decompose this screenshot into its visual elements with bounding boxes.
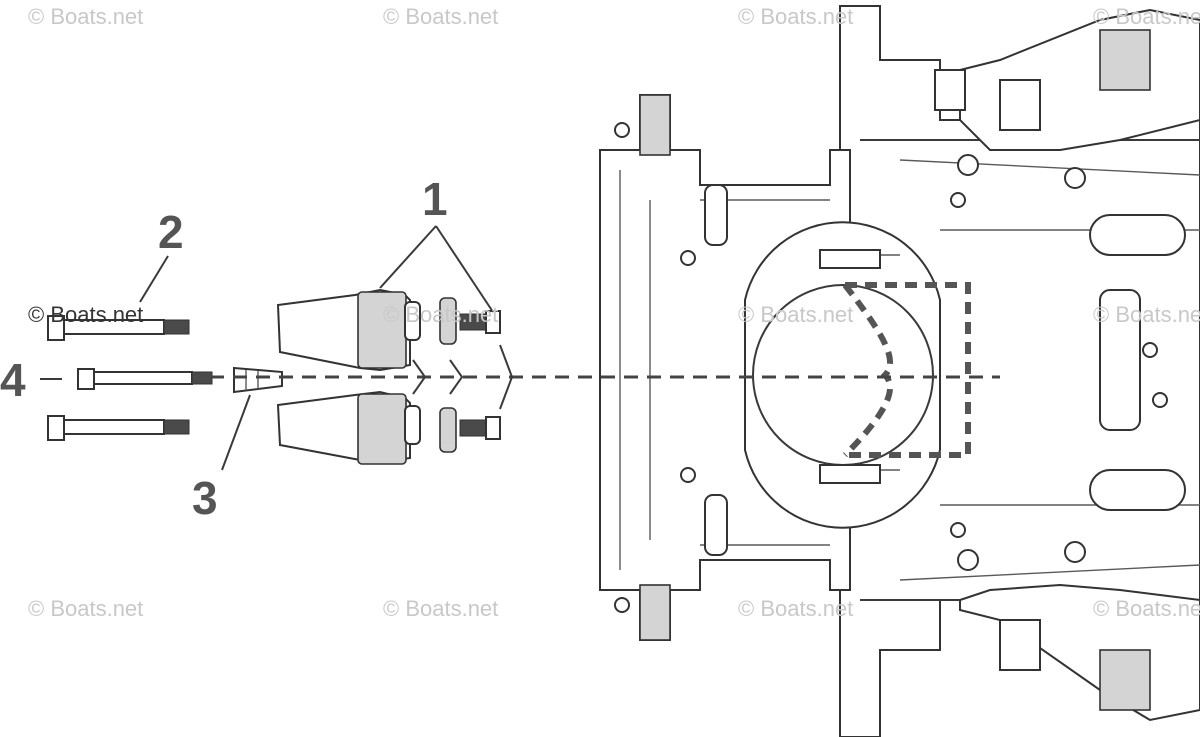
watermark: © Boats.net bbox=[738, 4, 853, 29]
watermark-group: © Boats.net © Boats.net © Boats.net © Bo… bbox=[28, 4, 1200, 621]
small-bolt-lower bbox=[459, 416, 501, 440]
coupler-lower bbox=[276, 390, 421, 465]
callout-3: 3 bbox=[192, 472, 218, 524]
watermark: © Boats.net bbox=[383, 302, 498, 327]
watermark: © Boats.net bbox=[738, 302, 853, 327]
watermark: © Boats.net bbox=[1093, 596, 1200, 621]
callout-1: 1 bbox=[422, 173, 448, 225]
watermark: © Boats.net bbox=[28, 596, 143, 621]
leader-lines bbox=[40, 225, 494, 471]
watermark: © Boats.net bbox=[28, 302, 143, 327]
watermark: © Boats.net bbox=[28, 4, 143, 29]
watermark: © Boats.net bbox=[1093, 4, 1200, 29]
bolt-upper bbox=[47, 315, 190, 341]
engine-block-assembly bbox=[599, 5, 1200, 737]
tapered-sleeve bbox=[233, 366, 283, 394]
callout-4: 4 bbox=[0, 354, 26, 406]
washer-upper bbox=[439, 297, 457, 345]
watermark: © Boats.net bbox=[1093, 302, 1200, 327]
watermark: © Boats.net bbox=[383, 596, 498, 621]
watermark: © Boats.net bbox=[738, 596, 853, 621]
callout-2: 2 bbox=[158, 206, 184, 258]
watermark: © Boats.net bbox=[383, 4, 498, 29]
coupler-upper bbox=[276, 288, 421, 372]
bolt-lower bbox=[47, 415, 190, 441]
washer-lower bbox=[439, 407, 457, 453]
center-bolt bbox=[77, 368, 213, 390]
